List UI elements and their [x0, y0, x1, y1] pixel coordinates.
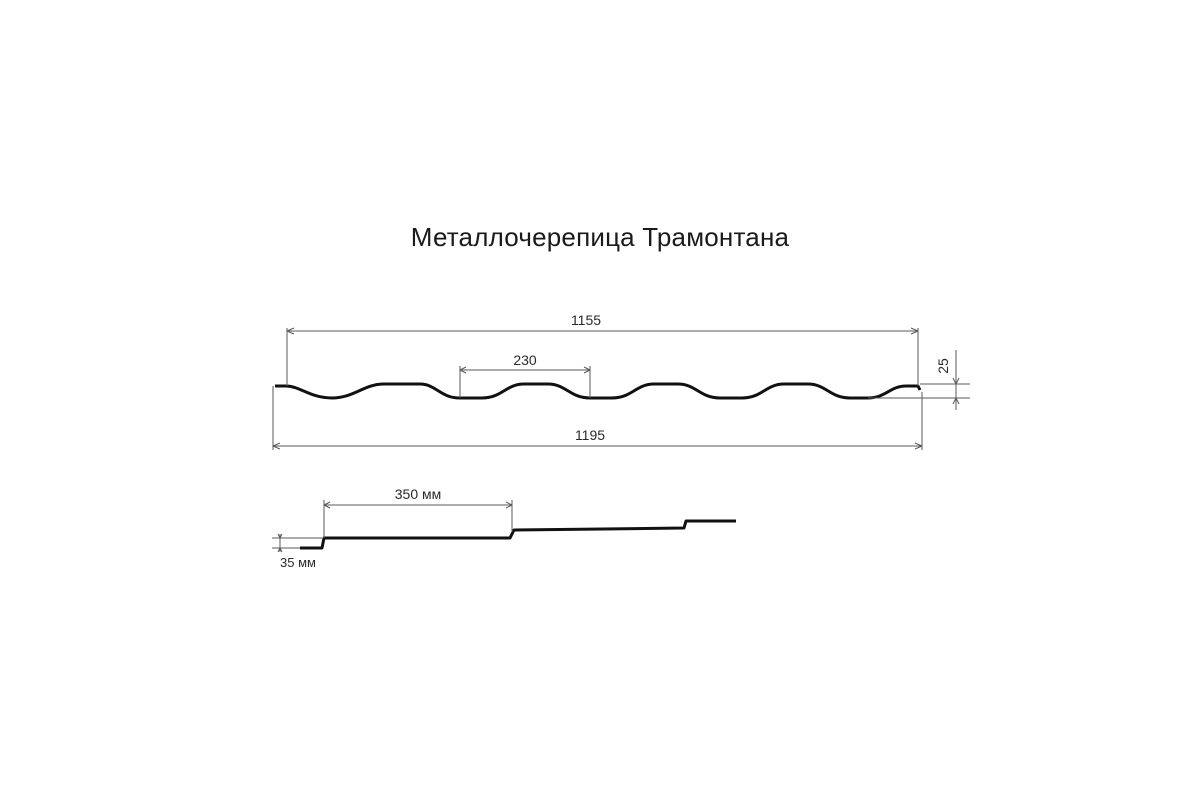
dimension-1195-label: 1195 [575, 427, 605, 443]
dimension-1155: 1155 [286, 312, 919, 386]
dimension-350mm-label: 350 мм [395, 486, 442, 502]
dimension-35mm-label: 35 мм [280, 555, 316, 570]
diagram-title: Металлочерепица Трамонтана [410, 222, 790, 252]
dimension-350mm: 350 мм [323, 486, 513, 538]
dimension-1195: 1195 [272, 386, 923, 450]
dimension-1155-label: 1155 [571, 312, 601, 328]
cross-section-profile [275, 382, 922, 400]
side-profile [300, 519, 736, 550]
dimension-25-label: 25 [935, 358, 951, 374]
dimension-230: 230 [459, 352, 591, 398]
dimension-25: 25 [868, 350, 970, 410]
dimension-230-label: 230 [513, 352, 537, 368]
cross-section-outline [275, 382, 922, 400]
side-profile-outline [300, 519, 736, 550]
dimension-35mm: 35 мм [272, 533, 322, 570]
